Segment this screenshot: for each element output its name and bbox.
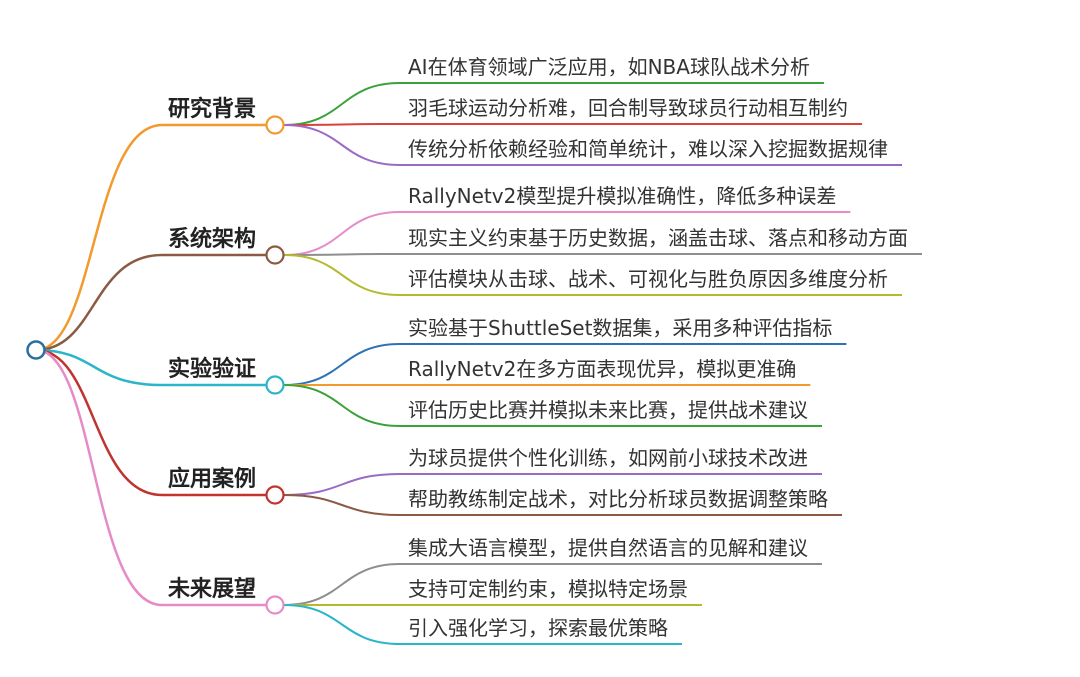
branch-label-1: 系统架构 <box>168 226 256 252</box>
edge-branch-0-to-leaf-1 <box>283 123 862 126</box>
edge-root-to-branch-0 <box>35 123 266 352</box>
branch-label-3: 应用案例 <box>168 466 256 492</box>
leaf-label-4-1: 支持可定制约束，模拟特定场景 <box>408 577 688 601</box>
edge-root-to-branch-3 <box>35 348 266 497</box>
branch-node-1[interactable] <box>265 245 285 265</box>
edge-branch-1-to-leaf-2 <box>283 254 902 296</box>
branch-label-0: 研究背景 <box>168 96 256 122</box>
edge-branch-4-to-leaf-2 <box>283 604 682 645</box>
edge-branch-3-to-leaf-0 <box>283 473 822 496</box>
leaf-label-2-0: 实验基于ShuttleSet数据集，采用多种评估指标 <box>408 316 832 340</box>
leaf-label-0-0: AI在体育领域广泛应用，如NBA球队战术分析 <box>408 55 810 79</box>
edge-root-to-branch-4 <box>35 348 266 607</box>
leaf-label-1-0: RallyNetv2模型提升模拟准确性，降低多种误差 <box>408 184 836 208</box>
leaf-label-0-1: 羽毛球运动分析难，回合制导致球员行动相互制约 <box>408 96 848 120</box>
edge-root-to-branch-1 <box>35 253 266 352</box>
leaf-label-3-0: 为球员提供个性化训练，如网前小球技术改进 <box>408 446 808 470</box>
branch-node-4[interactable] <box>265 595 285 615</box>
leaf-label-2-2: 评估历史比赛并模拟未来比赛，提供战术建议 <box>408 398 808 422</box>
edge-branch-4-to-leaf-0 <box>283 563 822 606</box>
nodes-layer: 研究背景 AI在体育领域广泛应用，如NBA球队战术分析羽毛球运动分析难，回合制导致… <box>26 55 908 640</box>
leaf-label-4-0: 集成大语言模型，提供自然语言的见解和建议 <box>408 536 808 560</box>
leaf-label-0-2: 传统分析依赖经验和简单统计，难以深入挖掘数据规律 <box>408 137 888 161</box>
leaf-label-4-2: 引入强化学习，探索最优策略 <box>408 616 668 640</box>
root-node[interactable] <box>26 340 46 360</box>
edge-branch-0-to-leaf-0 <box>283 82 824 126</box>
edge-branch-1-to-leaf-0 <box>283 211 851 256</box>
leaf-label-1-2: 评估模块从击球、战术、可视化与胜负原因多维度分析 <box>408 267 888 291</box>
branch-node-2[interactable] <box>265 375 285 395</box>
leaf-label-2-1: RallyNetv2在多方面表现优异，模拟更准确 <box>408 357 796 381</box>
branch-node-3[interactable] <box>265 485 285 505</box>
branch-label-2: 实验验证 <box>168 356 256 382</box>
branch-label-4: 未来展望 <box>168 577 256 602</box>
edge-root-to-branch-2 <box>35 348 266 387</box>
leaf-label-1-1: 现实主义约束基于历史数据，涵盖击球、落点和移动方面 <box>408 226 908 250</box>
edges-layer <box>35 82 922 645</box>
edge-branch-2-to-leaf-2 <box>283 384 822 427</box>
branch-node-0[interactable] <box>265 115 285 135</box>
edge-branch-2-to-leaf-0 <box>283 343 847 386</box>
edge-branch-0-to-leaf-2 <box>283 124 902 166</box>
edge-branch-1-to-leaf-1 <box>283 253 922 256</box>
leaf-label-3-1: 帮助教练制定战术，对比分析球员数据调整策略 <box>408 487 828 511</box>
edge-branch-3-to-leaf-1 <box>283 494 842 516</box>
